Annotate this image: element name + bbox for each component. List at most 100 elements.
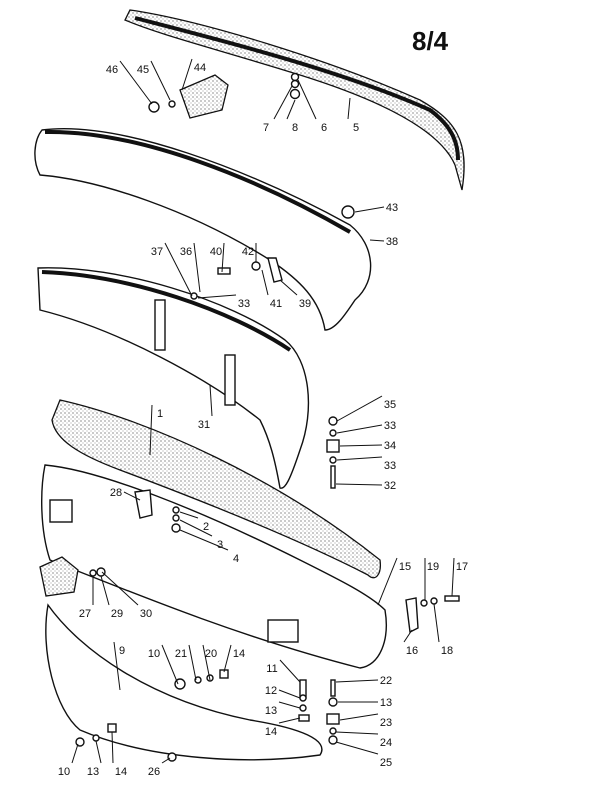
- part-number-label: 45: [137, 64, 149, 76]
- part-number-label: 22: [380, 675, 392, 687]
- part-number-label: 32: [384, 480, 396, 492]
- leader-line: [221, 242, 225, 273]
- rubber-strip-front: [51, 399, 381, 579]
- leader-line: [297, 79, 317, 120]
- part-number-label: 2: [203, 521, 209, 533]
- part-number-label: 14: [233, 648, 245, 660]
- part-number-label: 15: [399, 561, 411, 573]
- leader-line: [261, 269, 269, 296]
- part-number-label: 29: [111, 608, 123, 620]
- page-number: 8/4: [412, 26, 449, 56]
- leader-line: [179, 511, 199, 519]
- leader-line: [209, 384, 213, 417]
- leader-line: [336, 456, 383, 461]
- leader-line: [101, 571, 139, 606]
- part-number-label: 38: [386, 236, 398, 248]
- part-number-label: 9: [119, 645, 125, 657]
- part-number-label: 10: [58, 766, 70, 778]
- part-number-label: 39: [299, 298, 311, 310]
- part-number-label: 11: [266, 663, 277, 675]
- leader-line: [179, 529, 229, 551]
- part-number-label: 13: [380, 697, 392, 709]
- leader-line: [202, 644, 211, 681]
- leader-line: [164, 242, 193, 297]
- rubber-block-top: [179, 74, 229, 119]
- part-number-label: 33: [384, 420, 396, 432]
- leader-line: [149, 404, 153, 456]
- part-number-label: 1: [157, 408, 163, 420]
- leader-line: [335, 679, 379, 683]
- part-number-label: 19: [427, 561, 439, 573]
- part-number-label: 25: [380, 757, 392, 769]
- leader-line: [113, 641, 121, 691]
- leader-line: [100, 575, 110, 606]
- part-number-label: 28: [110, 487, 122, 499]
- part-number-label: 24: [380, 737, 392, 749]
- leader-line: [451, 557, 455, 597]
- leader-line: [369, 239, 385, 242]
- part-number-label: 23: [380, 717, 392, 729]
- part-number-label: 21: [175, 648, 187, 660]
- leader-line: [336, 424, 383, 434]
- part-number-label: 13: [265, 705, 277, 717]
- leader-line: [193, 242, 201, 293]
- rear-bumper: [34, 128, 372, 331]
- part-number-label: 33: [238, 298, 250, 310]
- leader-line: [188, 644, 197, 681]
- leader-line: [347, 97, 351, 120]
- leader-line: [278, 701, 301, 709]
- part-number-label: 14: [265, 726, 277, 738]
- part-number-label: 10: [148, 648, 160, 660]
- leader-line: [123, 491, 141, 501]
- leader-line: [119, 60, 153, 105]
- rubber-block-front: [39, 556, 79, 597]
- leader-line: [150, 60, 171, 101]
- leader-line: [335, 731, 379, 735]
- lower-apron: [45, 603, 323, 761]
- leader-line: [279, 659, 301, 683]
- leader-line: [179, 519, 213, 537]
- front-bumper: [41, 464, 387, 669]
- leader-line: [377, 557, 398, 606]
- leader-line: [335, 741, 379, 755]
- part-number-label: 34: [384, 440, 396, 452]
- leader-line: [71, 743, 79, 764]
- part-number-label: 42: [242, 246, 254, 258]
- leader-line: [161, 757, 171, 764]
- part-number-label: 7: [263, 122, 269, 134]
- part-number-label: 43: [386, 202, 398, 214]
- part-number-label: 3: [217, 539, 223, 551]
- rubber-strip-top: [124, 9, 465, 191]
- leader-line: [181, 58, 193, 91]
- part-number-label: 35: [384, 399, 396, 411]
- leader-line: [354, 206, 385, 213]
- leader-line: [223, 644, 232, 673]
- part-number-label: 40: [210, 246, 222, 258]
- part-number-label: 41: [270, 298, 282, 310]
- part-number-label: 37: [151, 246, 163, 258]
- part-number-label: 30: [140, 608, 152, 620]
- leader-line: [95, 740, 102, 764]
- leader-line: [433, 603, 440, 643]
- leader-line: [161, 644, 179, 685]
- leader-line: [273, 85, 293, 120]
- leader-line: [279, 279, 298, 296]
- part-number-label: 26: [148, 766, 160, 778]
- leader-line: [339, 444, 383, 447]
- part-number-label: 5: [353, 122, 359, 134]
- part-number-label: 20: [205, 648, 217, 660]
- nut: [148, 101, 160, 113]
- part-number-label: 31: [198, 419, 210, 431]
- leader-line: [278, 689, 301, 699]
- part-number-label: 12: [265, 685, 277, 697]
- part-number-label: 14: [115, 766, 127, 778]
- leader-line: [336, 395, 383, 422]
- leader-line: [403, 629, 413, 643]
- part-number-label: 27: [79, 608, 91, 620]
- part-number-label: 6: [321, 122, 327, 134]
- washer: [168, 100, 176, 108]
- leader-line: [278, 717, 301, 724]
- leader-line: [111, 731, 114, 764]
- leader-line: [335, 483, 383, 486]
